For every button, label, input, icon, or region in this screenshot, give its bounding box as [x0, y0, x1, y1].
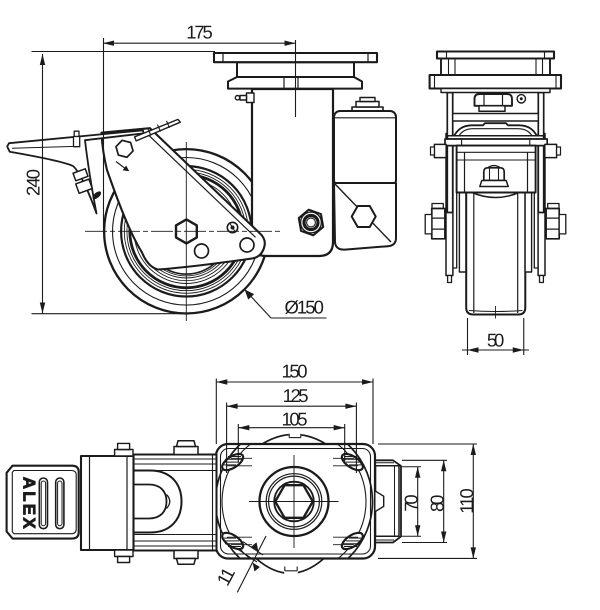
svg-text:Ø150: Ø150: [284, 297, 324, 318]
svg-text:ALEX: ALEX: [19, 477, 38, 531]
svg-text:50: 50: [487, 329, 504, 350]
svg-text:240: 240: [23, 169, 44, 196]
svg-text:175: 175: [186, 21, 213, 42]
svg-text:110: 110: [456, 488, 477, 514]
svg-text:125: 125: [283, 385, 309, 406]
svg-text:105: 105: [282, 409, 308, 430]
svg-text:70: 70: [400, 494, 421, 511]
svg-text:150: 150: [282, 361, 308, 382]
svg-text:80: 80: [426, 495, 447, 512]
